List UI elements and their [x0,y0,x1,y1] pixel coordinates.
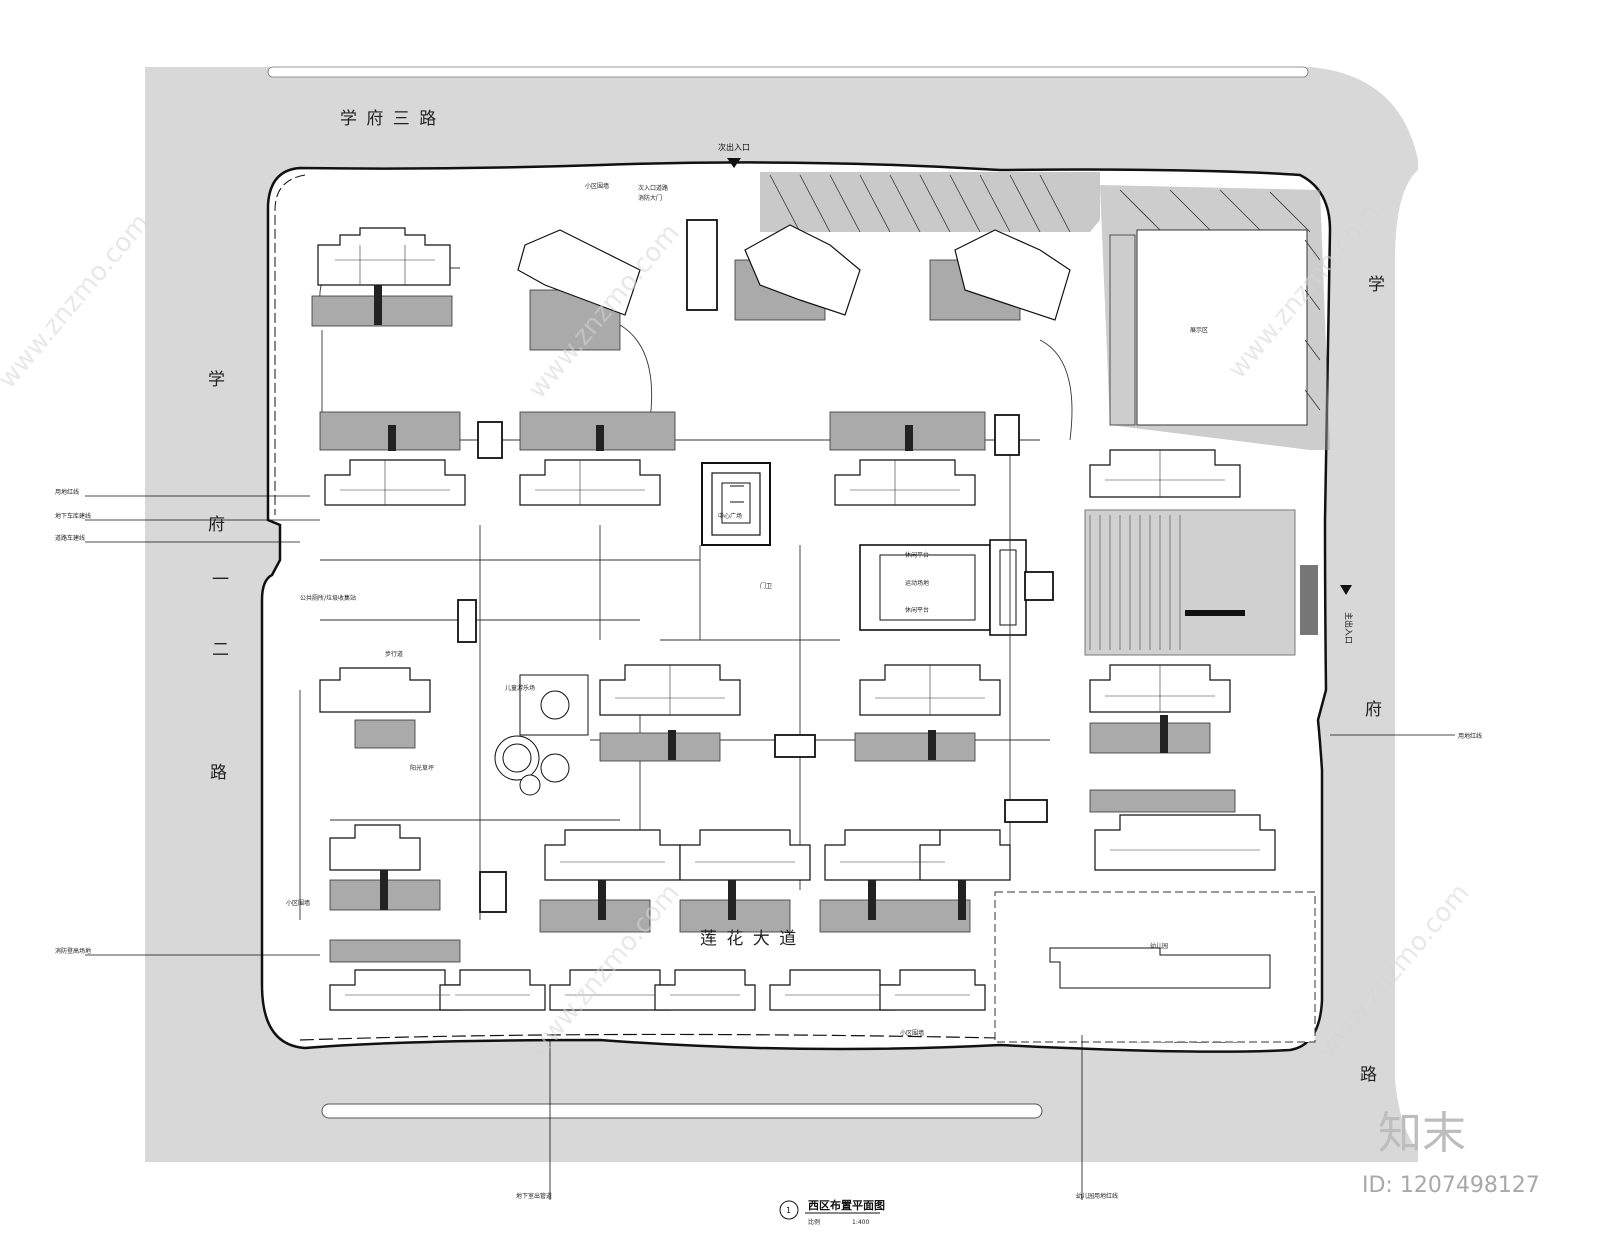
gate-boxes [457,219,1054,913]
callout-left-3: 道路车建线 [55,534,85,542]
residential-buildings [317,224,1276,1011]
label-west-wall: 小区围墙 [286,899,310,907]
south-median [321,1103,1043,1119]
central-pavilion [701,462,771,546]
scale-value: 1:400 [852,1219,869,1226]
road-label-north: 学 府 三 路 [340,109,438,129]
label-kindergarten: 幼儿园 [1150,942,1168,950]
drawing-title-block: 1 西区布置平面图 比例 1:400 [779,1198,885,1226]
callout-bottom-right: 幼儿园用地红线 [1076,1192,1118,1200]
label-wall-south: 小区围墙 [900,1029,924,1037]
label-gate-north: 次入口道路 [638,184,668,192]
building-details [335,245,1260,996]
kids-playground [494,674,589,796]
callout-leaders [85,495,1455,1200]
label-gate: 消防大门 [638,194,662,202]
scale-label: 比例 [808,1218,820,1226]
label-activity: 运动场地 [905,579,929,587]
road-label-east-2: 府 [1365,700,1382,720]
central-plaza-east [859,539,1027,636]
label-sales: 展示区 [1190,327,1208,334]
callout-left-2: 地下车库建线 [55,512,91,520]
brand-logo: 知末 [1378,1108,1466,1159]
drawing-number: 1 [786,1206,791,1215]
drawing-name: 西区布置平面图 [808,1198,885,1212]
label-pool-a: 休闲平台 [905,551,929,559]
road-label-east-3: 路 [1360,1065,1377,1085]
main-entrance-label: 主出入口 [1344,612,1354,644]
label-parking: 公共厕所/垃圾收集站 [300,594,356,602]
callout-bottom-left: 地下室出管道 [516,1192,552,1200]
east-entrance-arrow [1340,585,1352,595]
east-road-verge [1395,170,1418,1150]
label-pool-b: 休闲平台 [905,606,929,614]
site-boundary [260,161,1332,1053]
road-label-east-1: 学 [1368,275,1385,295]
kindergarten-plot [994,891,1316,1043]
callout-left-4: 消防登高场地 [55,947,91,955]
road-label-west-2: 府 [208,515,225,535]
label-kids: 儿童游乐场 [505,684,535,692]
road-label-south: 莲 花 大 道 [700,929,798,949]
road-label-west-4: 二 [212,640,229,660]
parking-hatch-ne [760,172,1330,450]
label-wall-north: 小区围墙 [585,182,609,190]
north-median [267,66,1309,78]
road-label-west-5: 路 [210,763,227,783]
label-guard: 门卫 [760,582,772,590]
secondary-entrance-label: 次出入口 [718,142,750,152]
image-id: ID: 1207498127 [1362,1173,1540,1198]
north-entrance-arrow [727,158,741,168]
road-label-west-1: 学 [208,370,225,390]
label-ped: 步行道 [385,650,403,658]
road-label-west-3: 一 [212,570,229,590]
label-lawn: 阳光草坪 [410,764,434,772]
callout-right: 用地红线 [1458,732,1482,740]
east-commercial-block [1084,509,1318,656]
callout-left-1: 用地红线 [55,488,79,496]
label-central-plaza: 中心广场 [718,512,742,520]
